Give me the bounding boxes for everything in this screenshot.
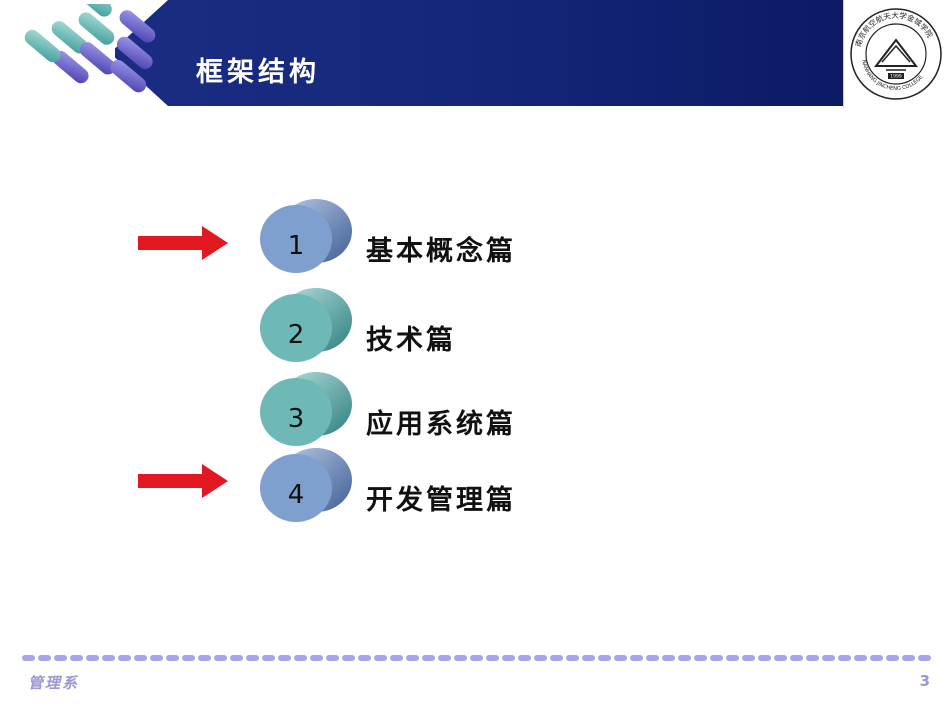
- item-number: 4: [287, 480, 305, 510]
- logo-panel: [843, 0, 950, 108]
- red-arrow-icon: [138, 464, 228, 498]
- footer-dash: [86, 655, 99, 661]
- teal-disc-icon: [260, 288, 352, 362]
- footer-dash: [822, 655, 835, 661]
- footer-dash: [646, 655, 659, 661]
- footer-dash: [566, 655, 579, 661]
- footer-dash: [854, 655, 867, 661]
- blue-disc-icon: [260, 199, 352, 273]
- footer-dash: [166, 655, 179, 661]
- footer-dash: [710, 655, 723, 661]
- footer-dash: [342, 655, 355, 661]
- footer-dash: [486, 655, 499, 661]
- footer-dash: [406, 655, 419, 661]
- footer-dash: [694, 655, 707, 661]
- footer-dash: [70, 655, 83, 661]
- item-label: 应用系统篇: [366, 409, 516, 440]
- footer-dash: [38, 655, 51, 661]
- menu-item-4[interactable]: 4 开发管理篇: [0, 444, 950, 524]
- page-number: 3: [919, 672, 930, 690]
- footer-dash: [806, 655, 819, 661]
- red-arrow-icon: [138, 226, 228, 260]
- footer-dash: [230, 655, 243, 661]
- header-band: 框架结构 1999 南京航空航天大学金城学院 NANHANG JINCHENG …: [0, 0, 950, 108]
- footer-dash: [630, 655, 643, 661]
- footer-dash: [534, 655, 547, 661]
- footer-dash: [310, 655, 323, 661]
- footer-dash: [422, 655, 435, 661]
- footer-dash: [326, 655, 339, 661]
- teal-disc-icon: [260, 372, 352, 446]
- footer-dash: [182, 655, 195, 661]
- footer-dash: [550, 655, 563, 661]
- footer-dash: [150, 655, 163, 661]
- footer-dash: [358, 655, 371, 661]
- footer-dash: [726, 655, 739, 661]
- footer-dash: [118, 655, 131, 661]
- footer-dash: [54, 655, 67, 661]
- footer-dash: [678, 655, 691, 661]
- item-label: 技术篇: [366, 325, 456, 356]
- footer-dash: [758, 655, 771, 661]
- footer-department: 管理系: [28, 674, 80, 692]
- footer-dash: [390, 655, 403, 661]
- college-seal-icon: 1999 南京航空航天大学金城学院 NANHANG JINCHENG COLLE…: [850, 8, 942, 100]
- blue-disc-icon: [260, 448, 352, 522]
- footer-dash: [582, 655, 595, 661]
- menu-item-3[interactable]: 3 应用系统篇: [0, 368, 950, 448]
- item-label: 基本概念篇: [366, 236, 516, 267]
- footer-dash: [278, 655, 291, 661]
- footer-dash: [886, 655, 899, 661]
- footer-dash: [374, 655, 387, 661]
- footer-dash: [454, 655, 467, 661]
- footer-dash: [470, 655, 483, 661]
- footer-dash: [438, 655, 451, 661]
- footer-dash: [918, 655, 931, 661]
- menu-item-2[interactable]: 2 技术篇: [0, 284, 950, 364]
- footer-dash: [294, 655, 307, 661]
- footer-dash: [598, 655, 611, 661]
- menu-item-1[interactable]: 1 基本概念篇: [0, 195, 950, 275]
- item-number: 1: [287, 231, 305, 261]
- footer-dash: [790, 655, 803, 661]
- footer-dash: [742, 655, 755, 661]
- footer-dash: [214, 655, 227, 661]
- footer-dash: [614, 655, 627, 661]
- footer-dash: [502, 655, 515, 661]
- footer-divider: [22, 655, 931, 661]
- footer-dash: [518, 655, 531, 661]
- footer-dash: [102, 655, 115, 661]
- footer-dash: [870, 655, 883, 661]
- footer-dash: [246, 655, 259, 661]
- page-title: 框架结构: [196, 57, 320, 88]
- decorative-cylinders-icon: [24, 4, 156, 93]
- item-number: 2: [287, 320, 305, 350]
- footer-dash: [902, 655, 915, 661]
- footer-dash: [262, 655, 275, 661]
- footer-dash: [774, 655, 787, 661]
- footer-dash: [662, 655, 675, 661]
- item-number: 3: [287, 404, 305, 434]
- svg-text:1999: 1999: [890, 74, 902, 80]
- item-label: 开发管理篇: [366, 485, 516, 516]
- footer-dash: [838, 655, 851, 661]
- footer-dash: [22, 655, 35, 661]
- footer-dash: [134, 655, 147, 661]
- footer-dash: [198, 655, 211, 661]
